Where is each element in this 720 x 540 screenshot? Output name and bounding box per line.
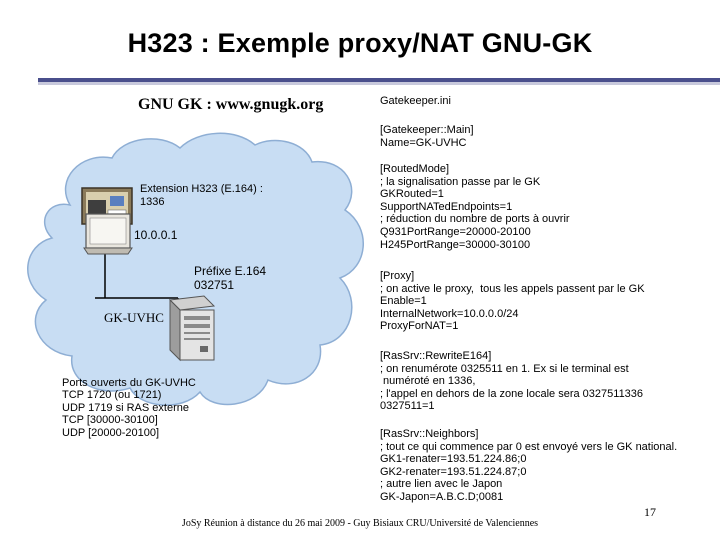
- prefix-label: Préfixe E.164 032751: [194, 264, 267, 292]
- extension-label: Extension H323 (E.164) : 1336: [140, 183, 263, 208]
- ip-address-label: 10.0.0.1: [134, 228, 178, 242]
- laptop-icon: [83, 213, 133, 255]
- slide-title: H323 : Exemple proxy/NAT GNU-GK: [127, 28, 593, 58]
- title-rule-shadow: [38, 82, 720, 85]
- page-number: 17: [644, 505, 656, 519]
- gatekeeper-label: GK-UVHC: [104, 310, 164, 325]
- config-filename: Gatekeeper.ini: [380, 95, 451, 107]
- slide-footer: JoSy Réunion à distance du 26 mai 2009 -…: [181, 518, 539, 529]
- title-rule: [38, 78, 720, 82]
- config-block-main: [Gatekeeper::Main] Name=GK-UVHC: [380, 124, 474, 149]
- config-block-proxy: [Proxy] ; on active le proxy, tous les a…: [380, 270, 645, 333]
- config-block-routed: [RoutedMode] ; la signalisation passe pa…: [380, 163, 570, 251]
- gnugk-website-label: GNU GK : www.gnugk.org: [138, 96, 324, 113]
- config-block-neighbors: [RasSrv::Neighbors] ; tout ce qui commen…: [380, 428, 678, 503]
- server-tower-icon: [168, 295, 216, 362]
- open-ports-text: Ports ouverts du GK-UVHC TCP 1720 (ou 17…: [62, 377, 196, 439]
- config-block-rewrite: [RasSrv::RewriteE164] ; on renumérote 03…: [380, 350, 644, 413]
